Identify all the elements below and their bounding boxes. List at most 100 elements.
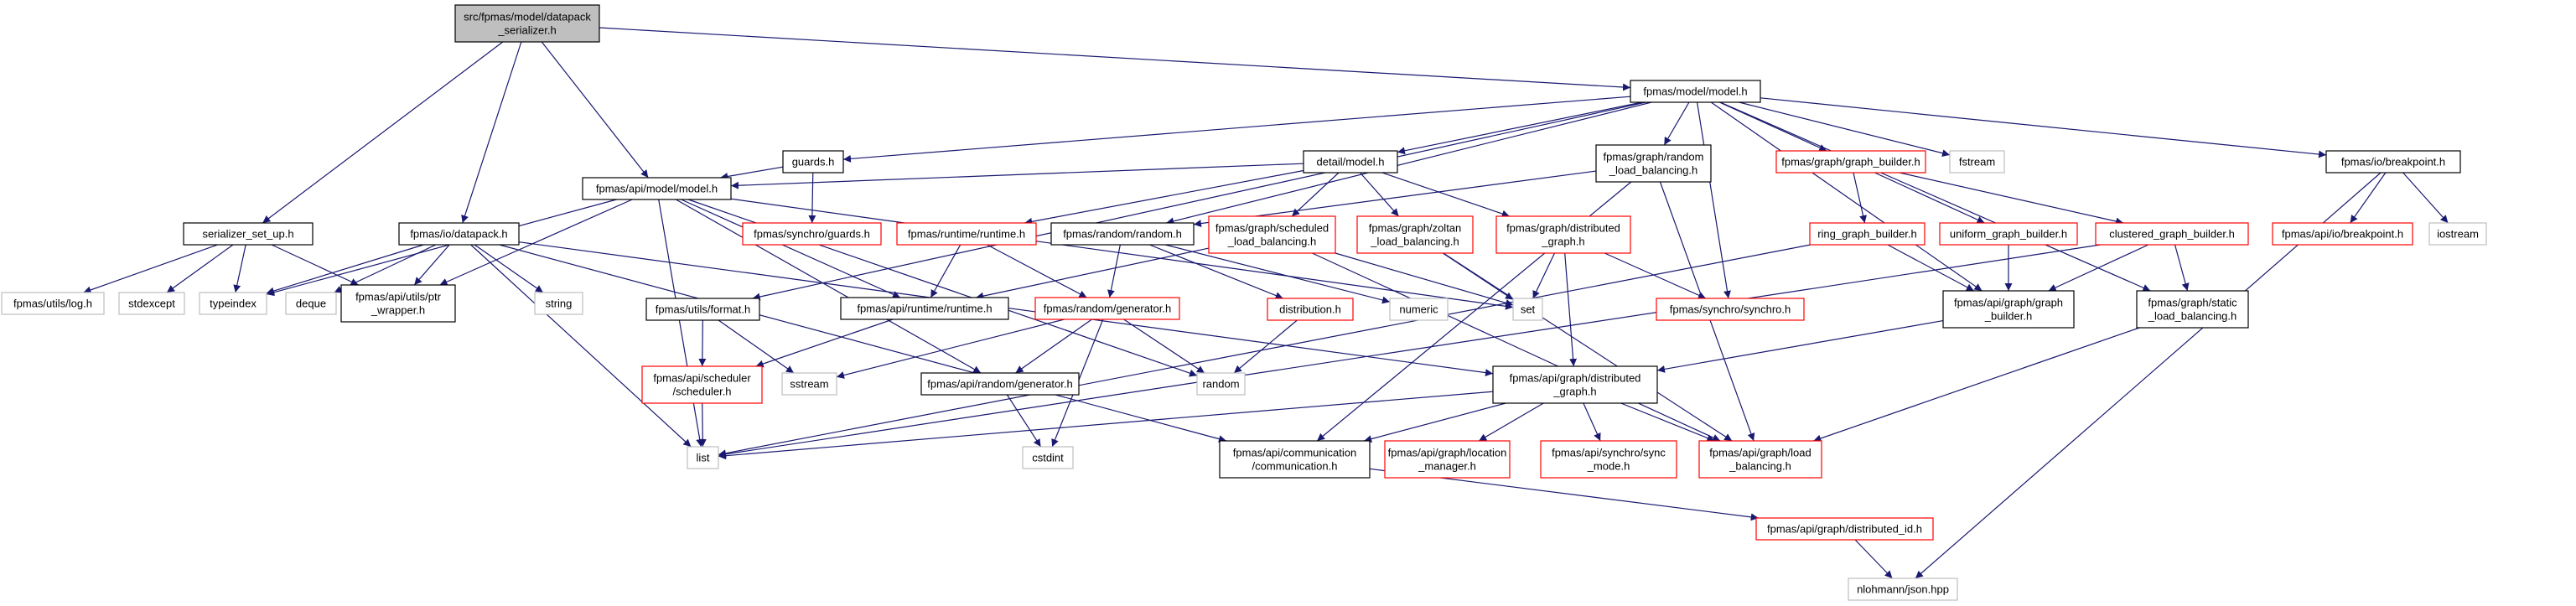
node-box[interactable] (1034, 297, 1180, 320)
node-serializer-set-up[interactable]: serializer_set_up.h (183, 222, 314, 246)
node-random-random[interactable]: fpmas/random/random.h (1050, 222, 1195, 246)
node-box[interactable] (454, 4, 600, 43)
node-box[interactable] (896, 222, 1037, 246)
node-box[interactable] (1208, 215, 1336, 254)
node-ptr-wrapper[interactable]: fpmas/api/utils/ptr_wrapper.h (340, 284, 456, 323)
node-synchro-guards[interactable]: fpmas/synchro/guards.h (742, 222, 882, 246)
node-graph-builder[interactable]: fpmas/graph/graph_builder.h (1775, 150, 1926, 174)
node-box[interactable] (1384, 440, 1511, 479)
node-box[interactable] (2136, 290, 2249, 329)
node-box[interactable] (742, 222, 882, 246)
node-distribution[interactable]: distribution.h (1267, 298, 1354, 321)
node-box[interactable] (1848, 578, 1958, 601)
node-box[interactable] (1775, 150, 1926, 174)
node-static-lb[interactable]: fpmas/graph/static_load_balancing.h (2136, 290, 2249, 329)
node-sync-mode[interactable]: fpmas/api/synchro/sync_mode.h (1540, 440, 1677, 479)
node-sstream[interactable]: sstream (781, 372, 837, 396)
node-box[interactable] (2095, 222, 2249, 246)
node-box[interactable] (1630, 80, 1761, 103)
node-api-io-breakpoint[interactable]: fpmas/api/io/breakpoint.h (2272, 222, 2413, 246)
node-io-breakpoint[interactable]: fpmas/io/breakpoint.h (2325, 150, 2461, 174)
node-box[interactable] (781, 372, 837, 396)
node-box[interactable] (1196, 372, 1246, 396)
node-runtime-h[interactable]: fpmas/runtime/runtime.h (896, 222, 1037, 246)
node-box[interactable] (534, 292, 583, 315)
node-communication[interactable]: fpmas/api/communication/communication.h (1219, 440, 1371, 479)
node-box[interactable] (1755, 517, 1934, 541)
node-numeric[interactable]: numeric (1389, 298, 1449, 321)
node-iostream[interactable]: iostream (2428, 222, 2487, 246)
node-detail-model[interactable]: detail/model.h (1303, 150, 1398, 174)
node-box[interactable] (398, 222, 520, 246)
node-box[interactable] (1267, 298, 1354, 321)
node-zoltan-lb[interactable]: fpmas/graph/zoltan_load_balancing.h (1356, 215, 1474, 254)
node-box[interactable] (1809, 222, 1926, 246)
node-box[interactable] (183, 222, 314, 246)
node-list[interactable]: list (687, 446, 719, 469)
node-fstream[interactable]: fstream (1949, 150, 2005, 174)
node-box[interactable] (1540, 440, 1677, 479)
node-box[interactable] (1219, 440, 1371, 479)
node-box[interactable] (1303, 150, 1398, 174)
node-box[interactable] (2272, 222, 2413, 246)
node-box[interactable] (1356, 215, 1474, 254)
node-box[interactable] (1698, 440, 1822, 479)
node-deque[interactable]: deque (285, 292, 337, 315)
node-box[interactable] (118, 292, 185, 315)
node-box[interactable] (1942, 290, 2075, 329)
node-box[interactable] (645, 298, 760, 321)
node-box[interactable] (782, 150, 844, 174)
node-root[interactable]: src/fpmas/model/datapack_serializer.h (454, 4, 600, 43)
node-utils-format[interactable]: fpmas/utils/format.h (645, 298, 760, 321)
node-cstdint[interactable]: cstdint (1022, 446, 1074, 469)
node-box[interactable] (687, 446, 719, 469)
node-string[interactable]: string (534, 292, 583, 315)
node-api-scheduler[interactable]: fpmas/api/scheduler/scheduler.h (641, 365, 763, 404)
node-box[interactable] (1050, 222, 1195, 246)
node-box[interactable] (1595, 144, 1712, 183)
node-box[interactable] (1495, 215, 1631, 254)
node-set[interactable]: set (1512, 298, 1543, 321)
node-api-runtime[interactable]: fpmas/api/runtime/runtime.h (840, 297, 1009, 320)
node-clustered-builder[interactable]: clustered_graph_builder.h (2095, 222, 2249, 246)
node-synchro-synchro[interactable]: fpmas/synchro/synchro.h (1656, 298, 1805, 321)
node-json[interactable]: nlohmann/json.hpp (1848, 578, 1958, 601)
node-location-manager[interactable]: fpmas/api/graph/location_manager.h (1384, 440, 1511, 479)
node-box[interactable] (1, 292, 105, 315)
node-box[interactable] (1492, 365, 1658, 404)
node-graph-distributed[interactable]: fpmas/graph/distributed_graph.h (1495, 215, 1631, 254)
node-utils-log[interactable]: fpmas/utils/log.h (1, 292, 105, 315)
node-api-random-generator[interactable]: fpmas/api/random/generator.h (920, 372, 1080, 396)
node-api-model[interactable]: fpmas/api/model/model.h (582, 177, 732, 200)
node-scheduled-lb[interactable]: fpmas/graph/scheduled_load_balancing.h (1208, 215, 1336, 254)
node-box[interactable] (340, 284, 456, 323)
node-box[interactable] (1949, 150, 2005, 174)
node-box[interactable] (1939, 222, 2078, 246)
node-random-lb[interactable]: fpmas/graph/random_load_balancing.h (1595, 144, 1712, 183)
node-box[interactable] (1656, 298, 1805, 321)
node-box[interactable] (840, 297, 1009, 320)
node-io-datapack[interactable]: fpmas/io/datapack.h (398, 222, 520, 246)
node-distributed-id[interactable]: fpmas/api/graph/distributed_id.h (1755, 517, 1934, 541)
node-box[interactable] (199, 292, 267, 315)
node-typeindex[interactable]: typeindex (199, 292, 267, 315)
node-stdexcept[interactable]: stdexcept (118, 292, 185, 315)
node-box[interactable] (1389, 298, 1449, 321)
node-box[interactable] (1022, 446, 1074, 469)
node-random-generator[interactable]: fpmas/random/generator.h (1034, 297, 1180, 320)
node-guards[interactable]: guards.h (782, 150, 844, 174)
node-box[interactable] (2325, 150, 2461, 174)
node-load-balancing[interactable]: fpmas/api/graph/load_balancing.h (1698, 440, 1822, 479)
node-random[interactable]: random (1196, 372, 1246, 396)
node-model-h[interactable]: fpmas/model/model.h (1630, 80, 1761, 103)
node-box[interactable] (285, 292, 337, 315)
node-box[interactable] (2428, 222, 2487, 246)
node-box[interactable] (920, 372, 1080, 396)
node-api-graph-distributed[interactable]: fpmas/api/graph/distributed_graph.h (1492, 365, 1658, 404)
node-uniform-builder[interactable]: uniform_graph_builder.h (1939, 222, 2078, 246)
node-api-graph-builder[interactable]: fpmas/api/graph/graph_builder.h (1942, 290, 2075, 329)
node-box[interactable] (1512, 298, 1543, 321)
node-box[interactable] (641, 365, 763, 404)
node-box[interactable] (582, 177, 732, 200)
node-ring-builder[interactable]: ring_graph_builder.h (1809, 222, 1926, 246)
